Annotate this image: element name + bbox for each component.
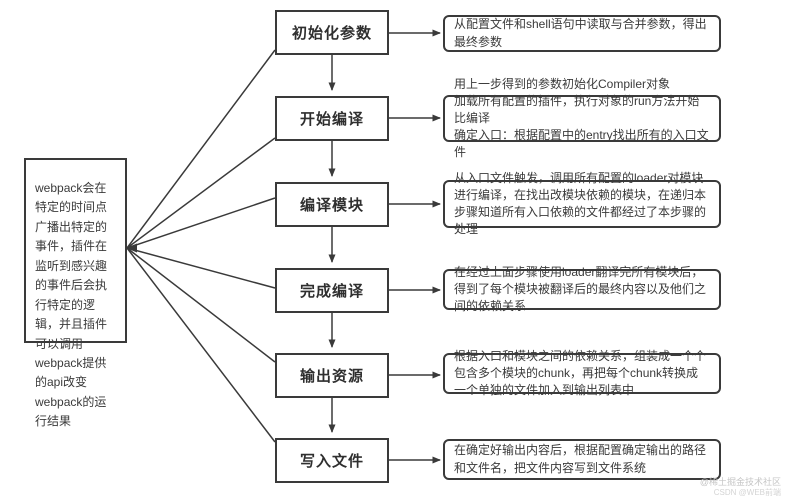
- fan-lines: [126, 49, 276, 443]
- watermark: @稀土掘金技术社区 CSDN @WEB前端: [700, 477, 781, 498]
- step-box-start-compile: 开始编译: [275, 96, 389, 141]
- step-box-finish-compile: 完成编译: [275, 268, 389, 313]
- step-label: 开始编译: [299, 111, 364, 128]
- step-label: 初始化参数: [291, 25, 372, 42]
- desc-connectors: [389, 29, 441, 464]
- desc-text: 在经过上面步骤使用loader翻译完所有模块后，得到了每个模块被翻译后的最终内容…: [454, 264, 707, 314]
- webpack-note-box: webpack会在特定的时间点广播出特定的事件，插件在监听到感兴趣的事件后会执行…: [24, 158, 127, 428]
- webpack-note-text: webpack会在特定的时间点广播出特定的事件，插件在监听到感兴趣的事件后会执行…: [35, 181, 108, 429]
- step-label: 写入文件: [299, 453, 364, 470]
- desc-text: 从配置文件和shell语句中读取与合并参数，得出最终参数: [454, 17, 707, 49]
- step-label: 输出资源: [299, 368, 364, 385]
- desc-text: 根据入口和模块之间的依赖关系，组装成一个个包含多个模块的chunk，再把每个ch…: [454, 348, 707, 398]
- watermark-line1: @稀土掘金技术社区: [699, 476, 781, 487]
- step-box-compile-module: 编译模块: [275, 182, 389, 227]
- desc-box-init-params: 从配置文件和shell语句中读取与合并参数，得出最终参数: [443, 15, 721, 52]
- desc-box-compile-module: 从入口文件触发，调用所有配置的loader对模块进行编译，在找出改模块依赖的模块…: [443, 171, 721, 236]
- desc-box-finish-compile: 在经过上面步骤使用loader翻译完所有模块后，得到了每个模块被翻译后的最终内容…: [443, 265, 721, 313]
- desc-text: 从入口文件触发，调用所有配置的loader对模块进行编译，在找出改模块依赖的模块…: [454, 170, 707, 237]
- desc-text: 用上一步得到的参数初始化Compiler对象 加载所有配置的插件，执行对象的ru…: [454, 76, 709, 160]
- step-box-init-params: 初始化参数: [275, 10, 389, 55]
- step-box-emit-assets: 输出资源: [275, 353, 389, 398]
- step-label: 完成编译: [299, 283, 364, 300]
- step-box-write-files: 写入文件: [275, 438, 389, 483]
- fan-arrowhead: [126, 243, 137, 253]
- desc-box-start-compile: 用上一步得到的参数初始化Compiler对象 加载所有配置的插件，执行对象的ru…: [443, 77, 721, 159]
- desc-box-write-files: 在确定好输出内容后，根据配置确定输出的路径和文件名，把文件内容写到文件系统: [443, 439, 721, 480]
- desc-text: 在确定好输出内容后，根据配置确定输出的路径和文件名，把文件内容写到文件系统: [454, 443, 707, 475]
- watermark-line2: CSDN @WEB前端: [713, 488, 781, 497]
- desc-box-emit-assets: 根据入口和模块之间的依赖关系，组装成一个个包含多个模块的chunk，再把每个ch…: [443, 349, 721, 397]
- step-label: 编译模块: [299, 197, 364, 214]
